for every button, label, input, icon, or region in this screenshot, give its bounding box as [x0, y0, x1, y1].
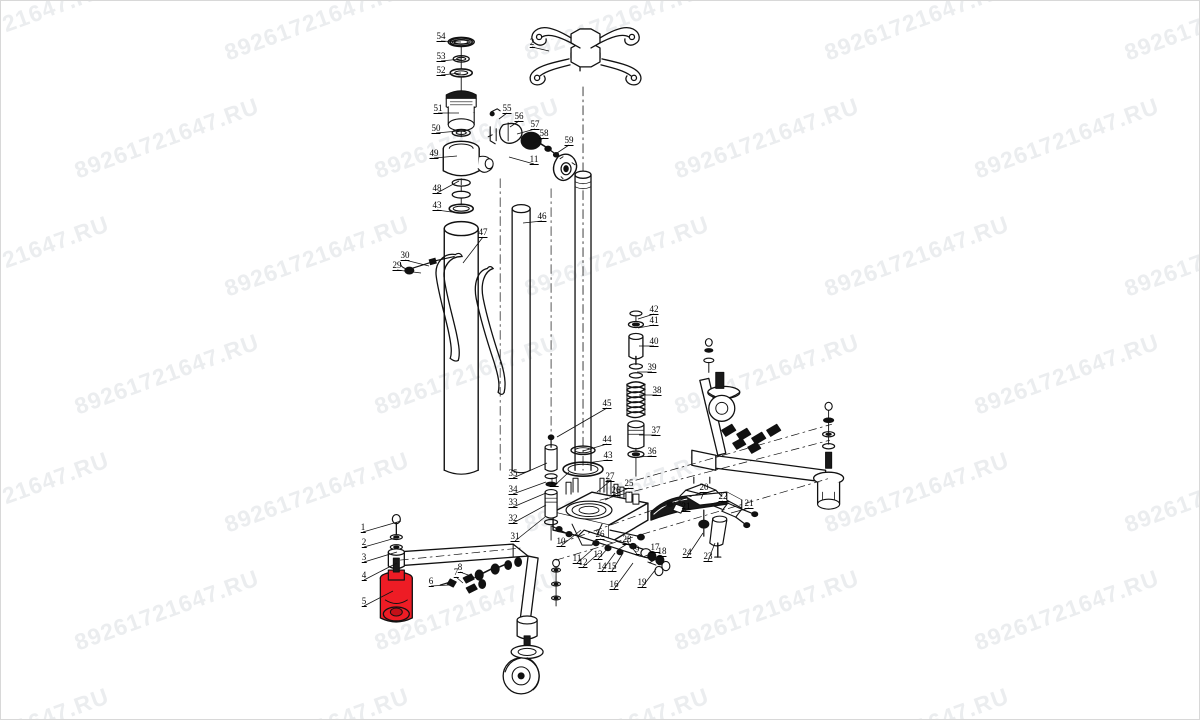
gland-nut — [445, 90, 477, 132]
seal-kit-stack — [442, 36, 494, 214]
right-rear-leg — [691, 338, 845, 510]
foot-pedal-assembly — [650, 476, 759, 558]
return-spring — [626, 381, 646, 419]
release-valve-assembly — [487, 108, 578, 182]
release-handle-47 — [435, 252, 463, 362]
ram-tube-middle — [511, 204, 531, 474]
pump-housing-base — [552, 445, 649, 546]
left-leg-hardware — [439, 557, 523, 594]
cylinder-head — [442, 140, 494, 177]
highlighted-caster-part-5 — [379, 557, 413, 623]
pump-piston-column — [543, 434, 559, 541]
yoke-spider-part — [529, 26, 642, 86]
pump-valve-column — [626, 310, 646, 477]
front-leg-assembly — [502, 555, 562, 695]
main-cylinder-tube — [443, 220, 479, 475]
handle-bracket-47b — [474, 265, 506, 395]
